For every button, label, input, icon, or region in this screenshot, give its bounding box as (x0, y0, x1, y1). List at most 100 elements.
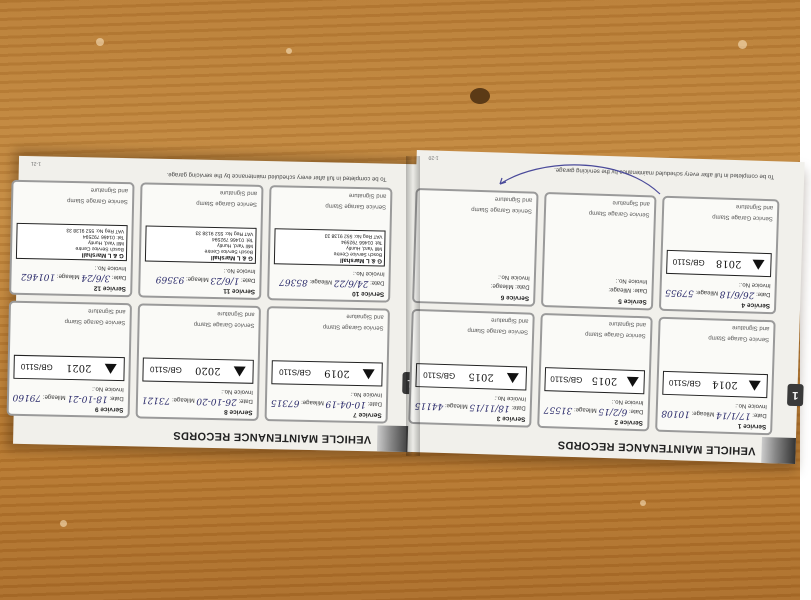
mileage-label: Mileage: (185, 275, 209, 282)
mileage-label: Mileage: (608, 286, 632, 293)
mileage-label: Mileage: (309, 277, 333, 285)
bosch-line: Mill Yard, Huntly (346, 244, 383, 252)
garage-stamp-label: Service Garage Stamp (64, 317, 126, 326)
garage-stamp-label: Service Garage Stamp (193, 320, 255, 328)
date-value: 26-10-20 (196, 395, 237, 407)
garage-stamp-label: Service Garage Stamp (196, 199, 258, 207)
service-date-line: Date: Mileage: (547, 283, 647, 296)
service-title: Service 9 (94, 405, 124, 414)
stamp-year: 2015 (468, 371, 494, 384)
dealer-stamp: 2021 GB/S110 (12, 354, 125, 382)
date-label: Date: (370, 279, 385, 286)
mileage-label: Mileage: (691, 409, 715, 417)
stamp-code: GB/S110 (550, 374, 583, 385)
mitsubishi-logo-icon (748, 380, 762, 391)
stamp-year: 2019 (324, 367, 350, 380)
stamp-code: GB/S110 (20, 362, 53, 373)
garage-stamp-label: Service Garage Stamp (322, 323, 384, 331)
section-header: VEHICLE MAINTENANCE RECORDS (172, 429, 372, 446)
stamp-code: GB/S110 (149, 365, 182, 375)
service-title: Service 6 (500, 293, 530, 302)
bosch-line: Bosch Service Centre (204, 247, 254, 255)
signature-label: and Signature (346, 312, 384, 320)
bosch-line: VAT Reg No: 552 9138 33 (324, 232, 383, 240)
signature-label: and Signature (90, 186, 129, 194)
mitsubishi-logo-icon (506, 372, 520, 384)
bosch-line: Bosch Service Centre (75, 245, 124, 253)
mileage-label: Mileage: (573, 406, 597, 413)
stamp-code: GB/S110 (668, 378, 701, 389)
garage-stamp-label: Service Garage Stamp (67, 196, 128, 205)
date-value: 1/6/23 (210, 274, 240, 286)
signature-label: and Signature (735, 203, 774, 211)
date-value: 6/2/15 (598, 405, 628, 417)
service-title: Service 11 (223, 287, 256, 295)
stamp-year: 2018 (715, 257, 742, 270)
service-date-line: Date: 26-10-20 Mileage: 73121 (142, 394, 253, 406)
mileage-label: Mileage: (56, 272, 80, 280)
mileage-label: Mileage: (695, 288, 719, 296)
signature-label: and Signature (731, 323, 770, 332)
mileage-value: 67315 (270, 397, 300, 408)
mileage-label: Mileage: (444, 401, 468, 409)
section-bar (761, 436, 796, 465)
stamp-year: 2015 (591, 375, 618, 387)
service-date-line: Date: 17/1/14 Mileage: 10108 (661, 408, 767, 421)
invoice-line: Invoice No.: (94, 264, 127, 272)
date-label: Date: (240, 276, 256, 283)
signature-label: and Signature (217, 310, 255, 317)
service-date-line: Date: 1/6/23 Mileage: 93569 (144, 274, 256, 286)
date-label: Date: (515, 283, 530, 290)
bosch-name: G & L Marshall (81, 251, 124, 259)
mitsubishi-logo-icon (626, 376, 639, 388)
garage-stamp-label: Service Garage Stamp (471, 205, 533, 214)
date-label: Date: (109, 394, 124, 402)
garage-stamp-label: Service Garage Stamp (712, 213, 773, 222)
bosch-line: Tel: 01466 792594 (212, 235, 254, 243)
date-value: 18/11/15 (469, 401, 510, 414)
wood-spot (286, 48, 292, 54)
invoice-line: Invoice No.: (223, 267, 256, 274)
service-title: Service 1 (737, 422, 767, 431)
date-value: 26/6/18 (719, 288, 755, 300)
service-date-line: Date: 26/6/18 Mileage: 57955 (665, 287, 771, 300)
service-title: Service 4 (741, 301, 771, 310)
service-date-line: Date: 6/2/15 Mileage: 31557 (544, 404, 644, 417)
service-title: Service 5 (618, 297, 647, 306)
stamp-year: 2021 (65, 362, 92, 374)
mileage-label: Mileage: (42, 393, 66, 400)
service-title: Service 7 (353, 410, 382, 419)
mileage-value: 57955 (664, 286, 694, 298)
date-value: 17/1/14 (715, 409, 751, 421)
bosch-name: G & L Marshall (339, 256, 383, 264)
signature-label: and Signature (608, 320, 647, 328)
service-date-line: Date: 18-10-21 Mileage: 79160 (12, 392, 123, 404)
invoice-line: Invoice No.: (352, 269, 385, 277)
mitsubishi-logo-icon (362, 369, 376, 380)
service-title: Service 10 (352, 289, 385, 298)
date-value: 3/6/24 (81, 272, 111, 283)
invoice-line: Invoice No.: (350, 390, 383, 398)
invoice-line: Invoice No.: (221, 388, 254, 395)
page-number: 1-20 (428, 154, 439, 161)
bosch-line: VAT Reg No: 552 9138 33 (195, 229, 254, 237)
date-label: Date: (511, 404, 526, 411)
mileage-label: Mileage: (490, 282, 514, 290)
bosch-line: Mill Yard, Huntly (87, 239, 125, 247)
wood-spot (60, 520, 67, 527)
stamp-code: GB/S110 (279, 367, 312, 378)
